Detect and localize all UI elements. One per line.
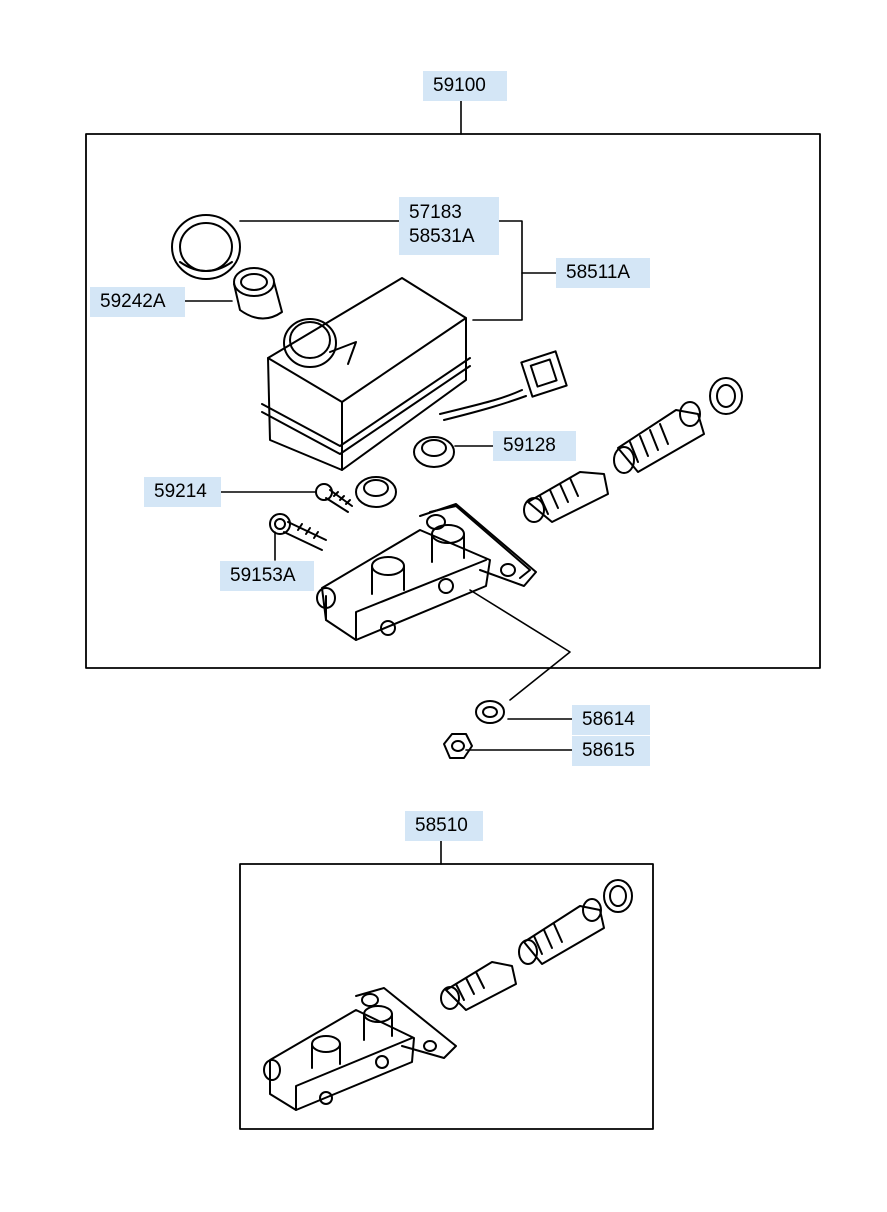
screw-icon [315,483,353,513]
seal-ring-icon [603,879,633,913]
part-label-57183-58531a[interactable]: 57183 58531A [399,197,499,255]
assembly-frame-59100 [85,133,821,669]
part-label-59242a[interactable]: 59242A [90,287,185,317]
part-label-57183[interactable]: 57183 [409,202,462,223]
leader-lines [184,220,573,751]
reservoir-connector-icon [439,350,568,421]
master-cylinder-body-icon [263,987,457,1111]
part-label-59214[interactable]: 59214 [144,477,221,507]
part-label-58511a[interactable]: 58511A [556,258,650,288]
piston-assembly-icon [440,898,605,1011]
part-label-58614[interactable]: 58614 [572,705,650,735]
part-label-58510[interactable]: 58510 [405,811,483,841]
bolt-icon [269,513,327,551]
master-cylinder-body-icon [316,503,537,641]
piston-assembly-icon [523,401,705,523]
washer-icon [475,700,505,724]
reservoir-filter-icon [233,267,283,320]
part-label-59128[interactable]: 59128 [493,431,576,461]
part-label-58531a[interactable]: 58531A [409,226,475,247]
part-label-59100[interactable]: 59100 [423,71,507,101]
seal-ring-icon [709,377,743,415]
nut-icon [443,733,473,759]
reservoir-tank-icon [261,277,471,471]
assembly-frame-58510 [239,863,654,1130]
grommet-icon [355,436,455,508]
reservoir-cap-icon [171,214,241,280]
part-label-59153a[interactable]: 59153A [220,561,314,591]
part-label-58615[interactable]: 58615 [572,736,650,766]
